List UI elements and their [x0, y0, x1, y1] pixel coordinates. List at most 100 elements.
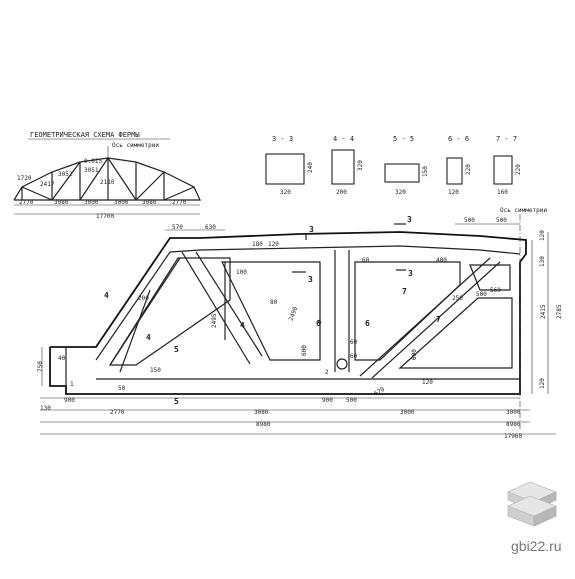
section-7-height: 220 [515, 164, 522, 175]
truss-small-60b: 60 [350, 353, 358, 360]
scheme-span-6: 2770 [172, 199, 187, 206]
truss-height-120b: 120 [539, 378, 546, 389]
section-5-rect [384, 163, 420, 183]
scheme-height-1: 1720 [17, 175, 32, 182]
truss-small-250: 250 [452, 295, 463, 302]
section-5-width: 320 [395, 189, 406, 196]
scheme-span-2: 3080 [54, 199, 69, 206]
truss-axis-label: Ось симметрии [500, 207, 547, 214]
truss-dim-500a: 500 [464, 217, 475, 224]
truss-bottom-3080: 3080 [254, 409, 269, 416]
scheme-span-4: 3000 [114, 199, 129, 206]
cut-mark-3c: 3 [407, 215, 412, 224]
truss-small-80: 80 [270, 299, 278, 306]
truss-inner-2495: 2495 [211, 313, 218, 328]
truss-bottom-2770: 2770 [110, 409, 125, 416]
section-3-height: 240 [307, 162, 314, 173]
truss-small-560: 560 [490, 287, 501, 294]
truss-small-120: 120 [268, 241, 279, 248]
truss-inner-600a: 600 [301, 345, 308, 356]
scheme-height-5: 2110 [100, 179, 115, 186]
watermark: gbi22.ru [506, 481, 562, 554]
section-4-label: 4 - 4 [333, 135, 354, 143]
cut-mark-4c: 4 [240, 321, 245, 330]
truss-height-120a: 120 [539, 230, 546, 241]
truss-height-2785: 2785 [556, 304, 563, 319]
truss-small-120c: 120 [422, 379, 433, 386]
scheme-span-3: 3000 [84, 199, 99, 206]
truss-small-60: 60 [362, 257, 370, 264]
section-3-label: 3 - 3 [272, 135, 293, 143]
truss-mark-6a: 6 [318, 319, 322, 326]
truss-total-17960: 17960 [504, 433, 522, 440]
stacked-slabs-icon [506, 481, 558, 527]
truss-node-1: 1 [70, 381, 74, 388]
truss-small-100: 100 [236, 269, 247, 276]
truss-bottom-500: 500 [346, 397, 357, 404]
section-7-width: 160 [497, 189, 508, 196]
section-6-width: 120 [448, 189, 459, 196]
truss-dim-500b: 500 [496, 217, 507, 224]
truss-total-8980b: 8980 [506, 421, 521, 428]
section-6-label: 6 - 6 [448, 135, 469, 143]
truss-small-50: 50 [118, 385, 126, 392]
truss-small-400: 400 [436, 257, 447, 264]
truss-small-500: 500 [476, 291, 487, 298]
section-5-label: 5 - 5 [393, 135, 414, 143]
section-4-width: 200 [336, 189, 347, 196]
cut-mark-7b: 7 [436, 315, 441, 324]
cut-mark-7a: 7 [402, 287, 407, 296]
scheme-title: ГЕОМЕТРИЧЕСКАЯ СХЕМА ФЕРМЫ [30, 131, 140, 139]
truss-inner-600b: 600 [411, 349, 418, 360]
truss-inner-2490: 2490 [288, 305, 300, 321]
section-4-height: 320 [357, 160, 364, 171]
cut-mark-3d: 3 [408, 269, 413, 278]
cut-mark-6a: 6 [316, 319, 321, 328]
watermark-text: gbi22.ru [511, 538, 562, 554]
truss-dim-570: 570 [172, 224, 183, 231]
truss-small-40: 40 [58, 355, 66, 362]
scheme-slope: 0.015 [84, 158, 102, 165]
cut-mark-4b: 4 [146, 333, 151, 342]
truss-height-left: 750 [37, 361, 44, 372]
geometric-scheme: ГЕОМЕТРИЧЕСКАЯ СХЕМА ФЕРМЫ Ось симметрии… [13, 131, 201, 220]
section-3-rect [265, 153, 305, 185]
truss-outline [49, 231, 527, 395]
scheme-total: 17700 [96, 213, 114, 220]
section-3-width: 320 [280, 189, 291, 196]
scheme-height-2: 2417 [40, 181, 55, 188]
section-4-rect [331, 149, 355, 185]
section-6-height: 220 [465, 164, 472, 175]
scheme-span-5: 3080 [142, 199, 157, 206]
truss-small-180: 180 [252, 241, 263, 248]
section-7-label: 7 - 7 [496, 135, 517, 143]
scheme-span-1: 2770 [19, 199, 34, 206]
cut-mark-6b: 6 [365, 319, 370, 328]
truss-small-60c: 60 [350, 339, 358, 346]
cut-mark-5b: 5 [174, 397, 179, 406]
section-6-rect [446, 157, 463, 185]
truss-dim-630: 630 [205, 224, 216, 231]
truss-height-2415: 2415 [540, 304, 547, 319]
section-7-rect [493, 155, 513, 185]
truss-node-2: 2 [325, 369, 329, 376]
cut-mark-4a: 4 [104, 291, 109, 300]
truss-total-8980a: 8980 [256, 421, 271, 428]
cut-mark-3a: 3 [309, 225, 314, 234]
scheme-axis-label: Ось симметрии [112, 142, 159, 149]
cut-mark-5a: 5 [174, 345, 179, 354]
section-5-height: 150 [422, 166, 429, 177]
cut-mark-3b: 3 [308, 275, 313, 284]
truss-bottom-900a: 900 [64, 397, 75, 404]
truss-elevation: Ось симметрии 570 630 500 500 750 2415 2… [37, 207, 563, 440]
truss-bottom-130: 130 [40, 405, 51, 412]
scheme-height-3: 3052 [58, 171, 73, 178]
truss-height-130: 130 [539, 256, 546, 267]
truss-bottom-3000a: 3000 [400, 409, 415, 416]
truss-bottom-3000b: 3000 [506, 409, 521, 416]
scheme-height-4: 3051 [84, 167, 99, 174]
cross-sections: 3 - 3 320 240 4 - 4 200 320 5 - 5 320 15… [265, 135, 522, 196]
truss-small-150: 150 [150, 367, 161, 374]
truss-inner-670: 670 [373, 386, 386, 398]
